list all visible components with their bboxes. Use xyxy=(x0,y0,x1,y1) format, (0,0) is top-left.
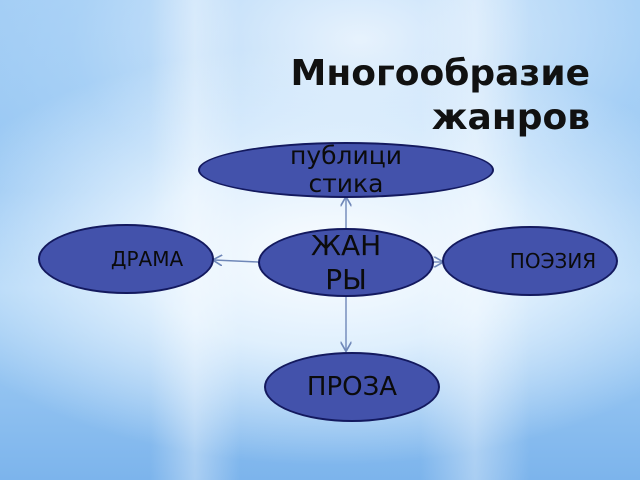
node-prose: ПРОЗА xyxy=(264,352,440,422)
node-prose-label: ПРОЗА xyxy=(306,372,398,402)
node-drama: ДРАМА xyxy=(38,224,214,294)
node-publicistics: публицистика xyxy=(198,142,494,198)
node-drama-label: ДРАМА xyxy=(110,247,184,271)
node-genres-center: ЖАНРЫ xyxy=(258,228,434,297)
node-poetry-label: ПОЭЗИЯ xyxy=(509,249,597,273)
node-genres-center-label: ЖАНРЫ xyxy=(310,228,382,296)
slide-title: Многообразие жанров xyxy=(290,53,590,138)
node-publicistics-label: публицистика xyxy=(289,141,403,198)
connector-to-left xyxy=(214,260,259,262)
node-poetry: ПОЭЗИЯ xyxy=(442,226,618,296)
